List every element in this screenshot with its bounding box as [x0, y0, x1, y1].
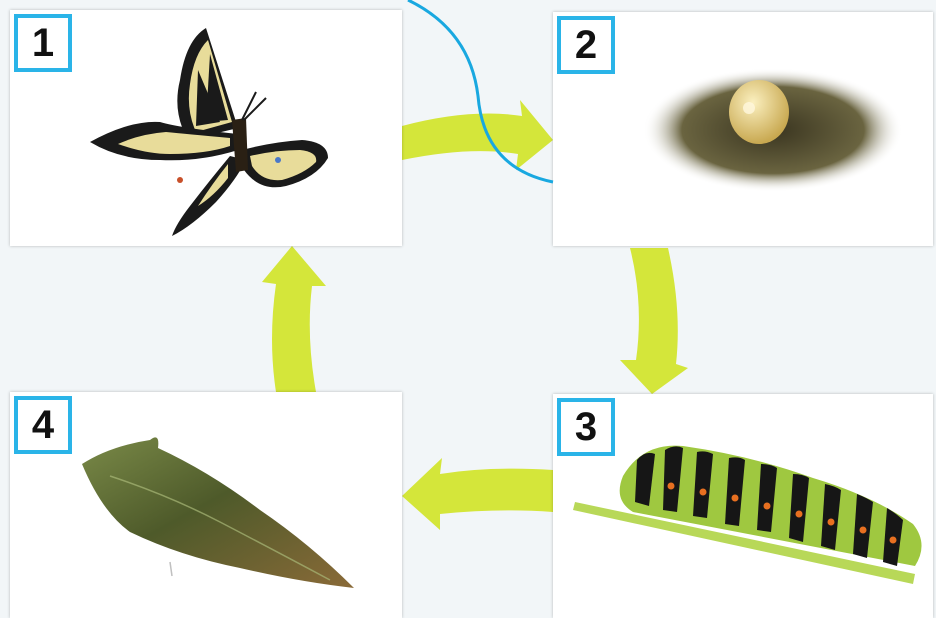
- stage-3-panel: 3: [553, 394, 933, 618]
- arrow-4-to-1: [262, 246, 326, 392]
- stage-number-badge: 2: [557, 16, 615, 74]
- stage-4-panel: 4: [10, 392, 402, 618]
- stage-number-badge: 4: [14, 396, 72, 454]
- stage-1-panel: 1: [10, 10, 402, 246]
- stage-number-badge: 3: [557, 398, 615, 456]
- arrow-2-to-3: [620, 248, 688, 394]
- stage-2-panel: 2: [553, 12, 933, 246]
- stage-number-badge: 1: [14, 14, 72, 72]
- arrow-1-to-2: [402, 100, 553, 170]
- arrow-3-to-4: [402, 458, 553, 530]
